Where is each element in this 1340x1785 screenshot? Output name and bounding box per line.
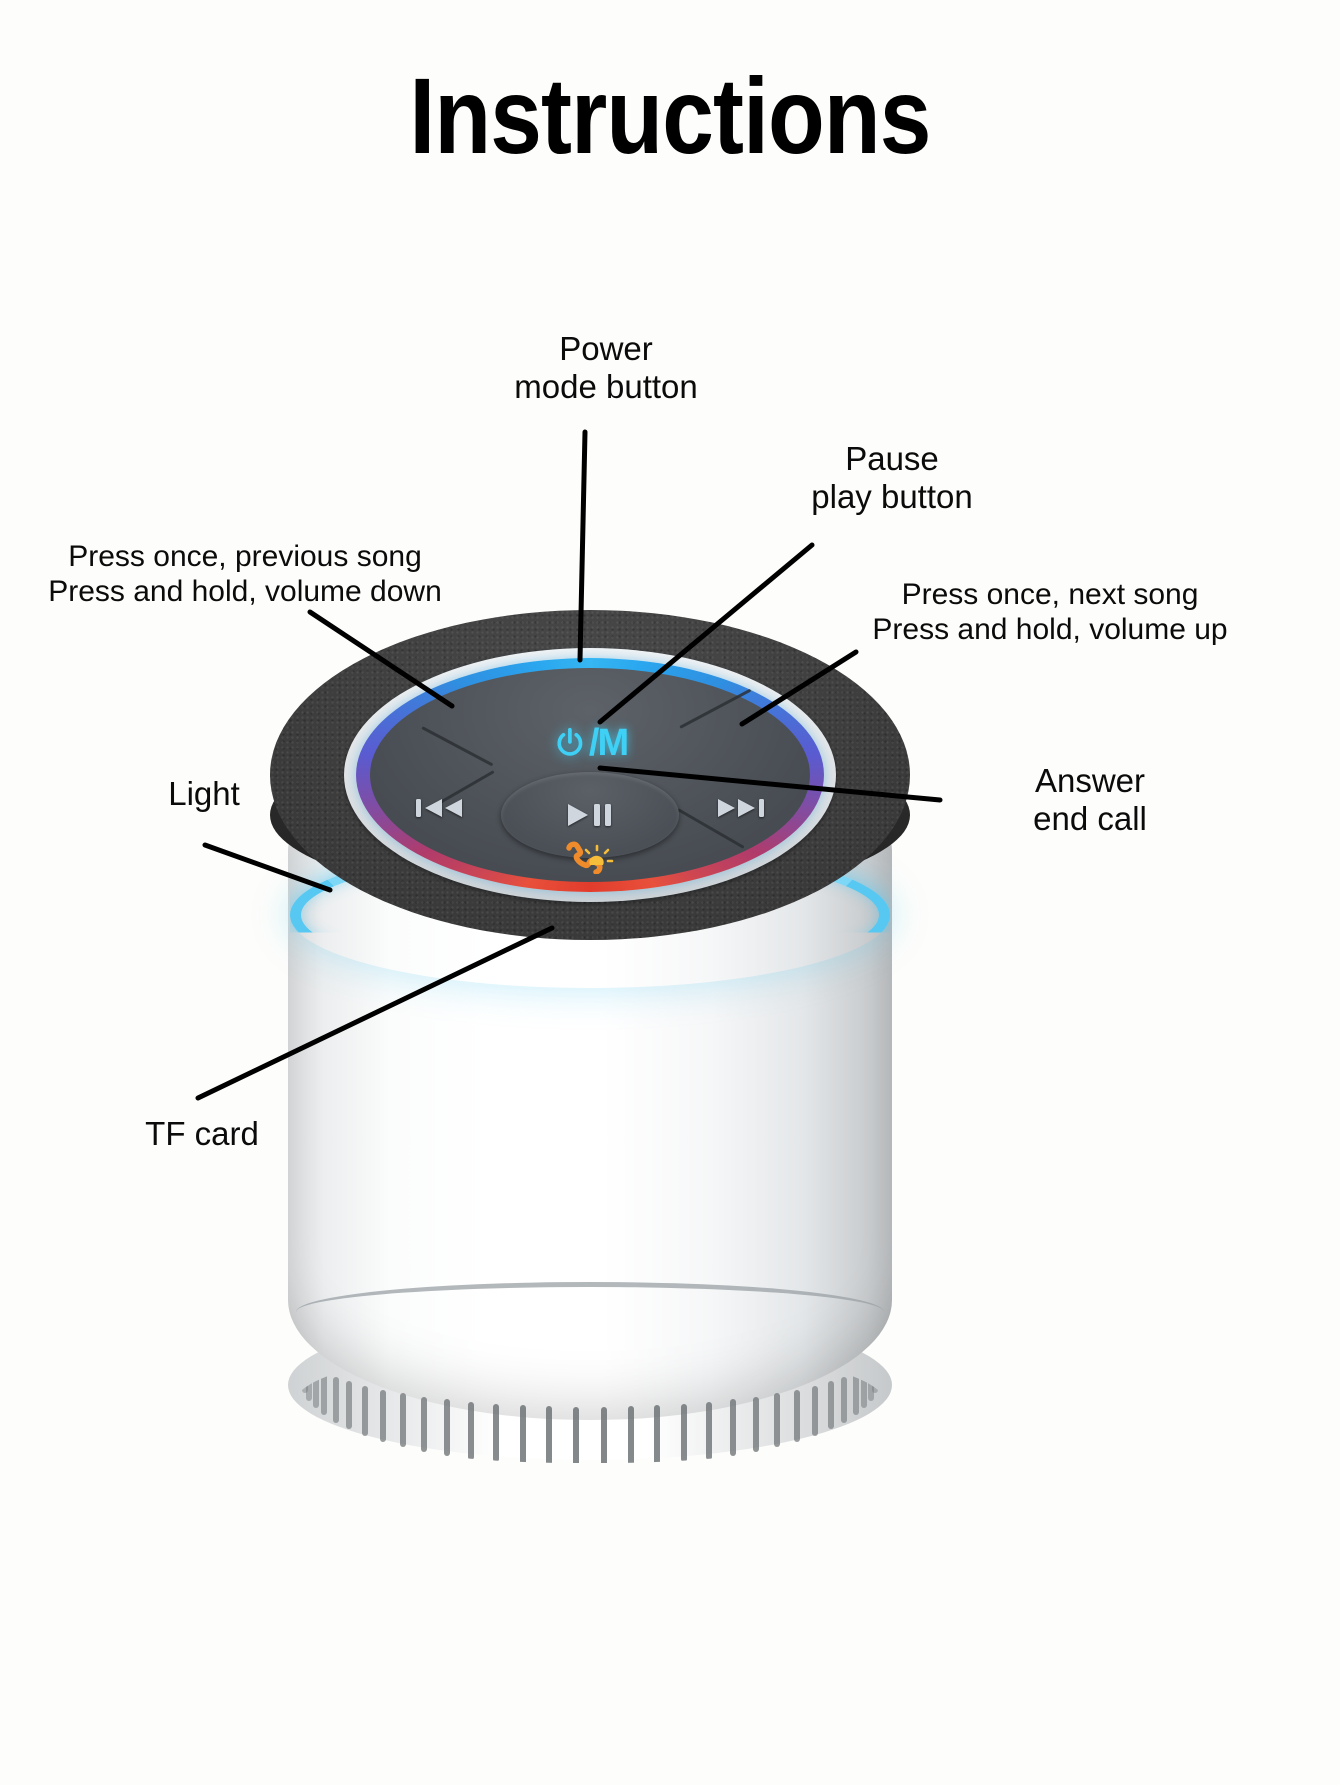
grille-slot xyxy=(680,1403,687,1463)
panel-divider xyxy=(421,726,494,767)
label-next-song: Press once, next song Press and hold, vo… xyxy=(872,578,1228,646)
grille-slot xyxy=(444,1399,450,1456)
grille-slot xyxy=(546,1406,553,1463)
grille-slot xyxy=(362,1385,369,1436)
grille-slot xyxy=(380,1389,386,1442)
grille-slot xyxy=(306,1361,313,1401)
grille-slot xyxy=(827,1381,834,1430)
grille-slot xyxy=(421,1396,428,1452)
label-answer-end-call: Answer end call xyxy=(1033,762,1147,838)
grille-slot xyxy=(852,1371,859,1416)
grille-slot xyxy=(793,1389,800,1442)
label-power-mode-button: Power mode button xyxy=(514,330,698,406)
page-title: Instructions xyxy=(409,55,931,176)
label-light: Light xyxy=(168,775,240,812)
grille-slot xyxy=(627,1406,634,1463)
grille-slot xyxy=(705,1401,712,1460)
grille-slot xyxy=(871,1356,878,1393)
grille-slot xyxy=(332,1376,339,1423)
speaker-grille-seam xyxy=(296,1282,884,1347)
next-track-button[interactable] xyxy=(714,794,766,822)
grille-slot xyxy=(811,1385,818,1436)
grille-slot xyxy=(302,1356,309,1393)
play-pause-icon xyxy=(562,800,618,830)
grille-slot xyxy=(861,1366,868,1409)
speaker-grille xyxy=(294,1345,886,1463)
next-track-icon xyxy=(714,794,766,822)
grille-slot xyxy=(867,1361,874,1401)
grille-slot xyxy=(301,1351,307,1385)
grille-slot xyxy=(841,1376,848,1423)
grille-slot xyxy=(312,1366,319,1409)
grille-slot xyxy=(346,1381,353,1430)
power-icon xyxy=(553,726,587,760)
grille-slot xyxy=(573,1406,580,1463)
label-tf-card: TF card xyxy=(145,1115,259,1152)
phone-handset-icon xyxy=(561,840,619,874)
label-previous-song: Press once, previous song Press and hold… xyxy=(48,540,442,608)
grille-slot xyxy=(519,1405,526,1463)
previous-track-icon xyxy=(414,794,466,822)
speaker-illustration: /M xyxy=(270,610,910,1480)
grille-slot xyxy=(493,1403,500,1463)
grille-slot xyxy=(752,1396,759,1452)
panel-face: /M xyxy=(370,668,810,882)
grille-slot xyxy=(600,1406,607,1463)
answer-call-button[interactable] xyxy=(561,840,619,874)
previous-track-button[interactable] xyxy=(414,794,466,822)
grille-slot xyxy=(873,1351,879,1385)
power-mode-button[interactable]: /M xyxy=(553,722,629,764)
label-pause-play-button: Pause play button xyxy=(811,440,973,516)
grille-slot xyxy=(399,1393,406,1447)
grille-slot xyxy=(321,1371,328,1416)
grille-slot xyxy=(654,1405,661,1463)
grille-slot xyxy=(468,1401,475,1460)
grille-slot xyxy=(774,1393,781,1447)
grille-slot xyxy=(730,1399,736,1456)
panel-divider xyxy=(679,688,752,729)
power-mode-label: /M xyxy=(588,722,629,764)
